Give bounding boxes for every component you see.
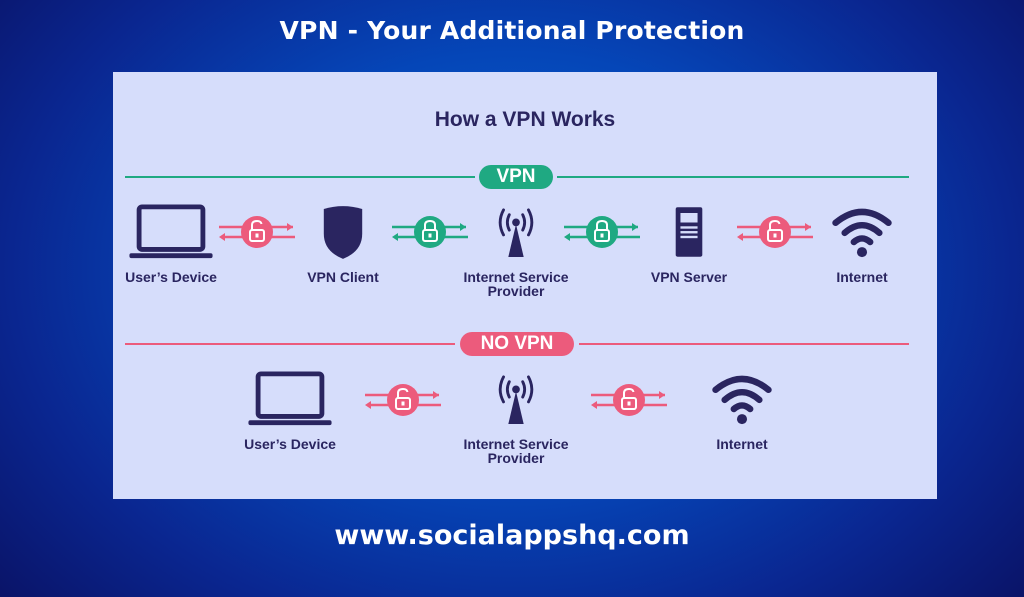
page-title: VPN - Your Additional Protection [279, 16, 745, 45]
no-vpn-divider-right [579, 343, 909, 345]
no-vpn-section-badge: NO VPN [460, 332, 574, 356]
node-label: VPN Client [307, 269, 379, 285]
node-label: Internet [716, 436, 768, 452]
no-vpn-node-users-device: User’s Device [225, 369, 355, 451]
unlocked-padlock-icon [589, 382, 669, 418]
laptop-icon [246, 370, 334, 428]
vpn-node-vpn-client: VPN Client [278, 202, 408, 284]
vpn-node-users-device: User’s Device [106, 202, 236, 284]
unlocked-padlock-icon [363, 382, 443, 418]
diagram-title: How a VPN Works [434, 108, 616, 131]
footer-website-url: www.socialappshq.com [334, 520, 690, 551]
wifi-icon [710, 371, 774, 427]
cell-tower-icon [492, 370, 540, 428]
no-vpn-connection-unlocked [589, 382, 669, 418]
no-vpn-connection-unlocked [363, 382, 443, 418]
wifi-icon [830, 204, 894, 260]
shield-icon [319, 203, 367, 261]
node-label: User’s Device [125, 269, 217, 285]
laptop-icon [127, 203, 215, 261]
node-label: User’s Device [244, 436, 336, 452]
no-vpn-divider-left [125, 343, 455, 345]
no-vpn-node-internet: Internet [677, 369, 807, 451]
vpn-divider-left [125, 176, 475, 178]
vpn-section-badge: VPN [479, 165, 553, 189]
vpn-node-internet: Internet [797, 202, 927, 284]
vpn-node-vpn-server: VPN Server [624, 202, 754, 284]
node-label: Internet [836, 269, 888, 285]
node-label: VPN Server [650, 269, 728, 285]
vpn-diagram-card: How a VPN Works VPN User’s Device VPN Cl… [113, 72, 937, 499]
cell-tower-icon [492, 203, 540, 261]
vpn-divider-right [557, 176, 909, 178]
server-icon [670, 203, 708, 261]
